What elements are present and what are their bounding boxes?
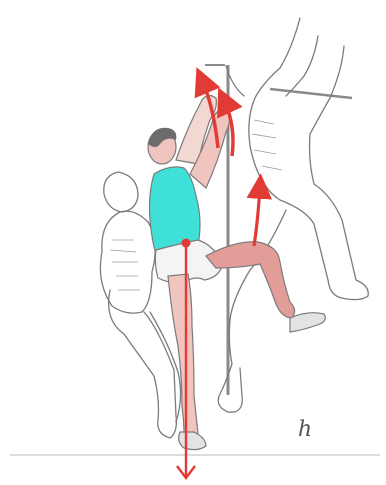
ghost-figure-flight	[218, 18, 368, 412]
center-of-mass-dot	[182, 239, 191, 248]
scale-label: ℎ	[298, 417, 312, 442]
plant-leg	[168, 274, 198, 434]
crossbar	[270, 89, 352, 98]
swing-leg	[206, 242, 295, 318]
knee-drive-arrow	[254, 186, 260, 246]
swing-shoe	[290, 313, 325, 332]
plant-shoe	[179, 432, 206, 450]
